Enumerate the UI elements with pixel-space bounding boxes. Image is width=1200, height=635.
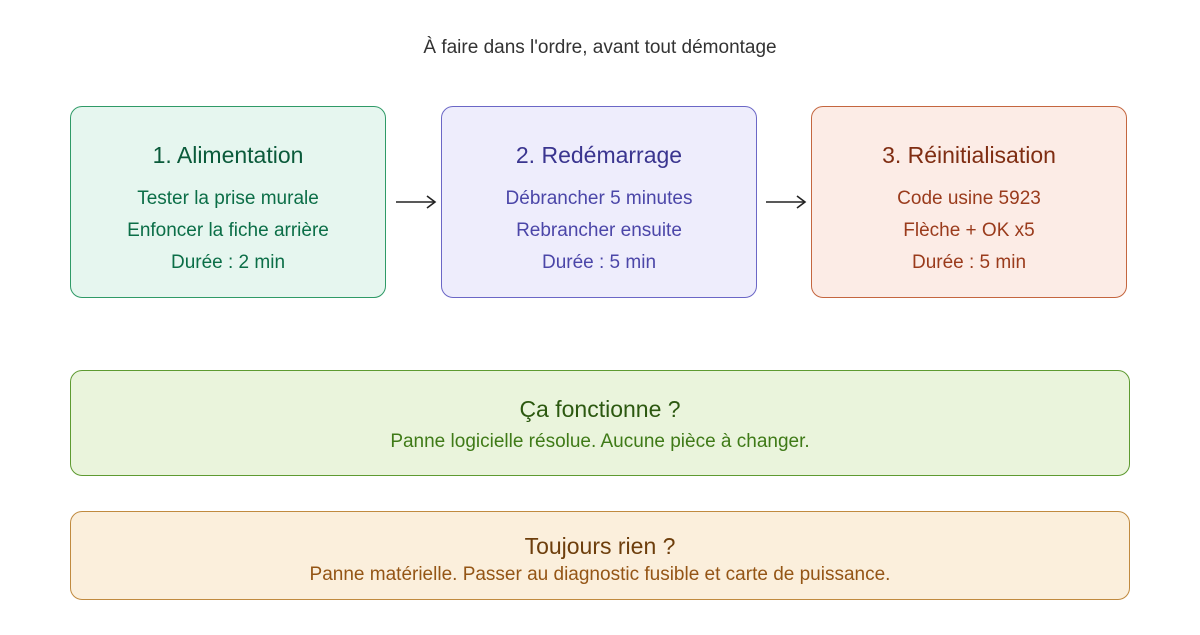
step-line: Enfoncer la fiche arrière <box>127 220 329 241</box>
outcome-text: Panne logicielle résolue. Aucune pièce à… <box>390 431 810 452</box>
arrow-right-icon <box>766 195 807 209</box>
step-duration: Durée : 2 min <box>170 252 286 273</box>
step-line: Flèche + OK x5 <box>903 220 1035 241</box>
step-line: Rebrancher ensuite <box>516 220 682 241</box>
outcome-title: Toujours rien ? <box>524 533 676 559</box>
outcome-success-box: Ça fonctionne ? Panne logicielle résolue… <box>70 370 1130 476</box>
step-title: 3. Réinitialisation <box>882 142 1056 168</box>
step-title: 1. Alimentation <box>152 142 304 168</box>
step-line: Débrancher 5 minutes <box>505 188 693 209</box>
step-box-alimentation: 1. Alimentation Tester la prise murale E… <box>70 106 386 298</box>
diagram-subtitle: À faire dans l'ordre, avant tout démonta… <box>423 37 777 58</box>
step-box-redemarrage: 2. Redémarrage Débrancher 5 minutes Rebr… <box>441 106 757 298</box>
outcome-failure-box: Toujours rien ? Panne matérielle. Passer… <box>70 511 1130 600</box>
step-title: 2. Redémarrage <box>515 142 683 168</box>
step-duration: Durée : 5 min <box>541 252 657 273</box>
step-line: Tester la prise murale <box>137 188 319 209</box>
outcome-text: Panne matérielle. Passer au diagnostic f… <box>309 564 891 585</box>
step-duration: Durée : 5 min <box>911 252 1027 273</box>
arrow-right-icon <box>396 195 437 209</box>
step-line: Code usine 5923 <box>897 188 1041 209</box>
outcome-title: Ça fonctionne ? <box>519 396 681 422</box>
step-box-reinitialisation: 3. Réinitialisation Code usine 5923 Flèc… <box>811 106 1127 298</box>
